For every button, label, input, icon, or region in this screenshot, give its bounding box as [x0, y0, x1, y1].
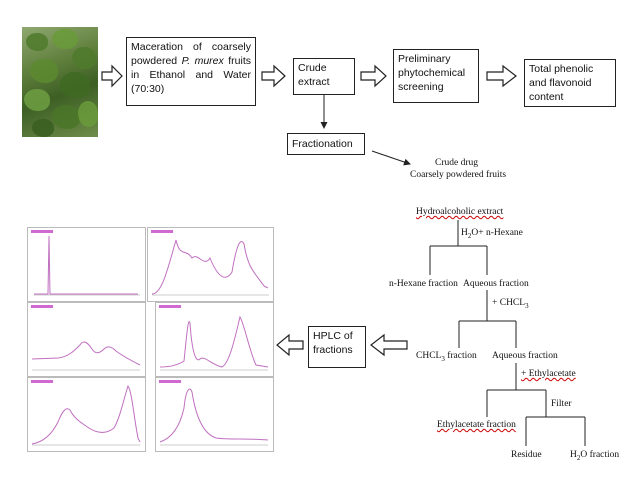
- hydroalcoholic-label: Hydroalcoholic extract: [416, 207, 504, 217]
- screening-label: Preliminary phytochemical screening: [398, 53, 466, 93]
- aqueous-fraction-1-label: Aqueous fraction: [463, 279, 529, 289]
- maceration-species: P. murex: [181, 55, 224, 67]
- hplc-label: HPLC of fractions: [313, 330, 353, 356]
- coarse-powder-label: Coarsely powdered fruits: [410, 170, 507, 180]
- hexane-fraction-label: n-Hexane fraction: [389, 279, 458, 289]
- h2o-fraction-label: H2O fraction: [570, 450, 620, 462]
- hplc-box: HPLC of fractions: [308, 326, 366, 368]
- crude-drug-label: Crude drug: [435, 158, 479, 168]
- hplc-chromatogram-1: [27, 227, 146, 302]
- hollow-right-arrow: [360, 64, 387, 88]
- hollow-right-arrow: [101, 64, 123, 88]
- maceration-box: Maceration of coarsely powdered P. murex…: [126, 37, 256, 106]
- hplc-chromatogram-2: [147, 227, 274, 302]
- chcl3-fraction-label: CHCL3 fraction: [416, 351, 477, 363]
- hplc-chromatogram-5: [27, 377, 146, 452]
- ethylacetate-add-label: + Ethylacetate: [521, 369, 576, 379]
- crude-extract-box: Crude extract: [293, 58, 355, 95]
- phenolic-box: Total phenolic and flavonoid content: [524, 59, 616, 107]
- phenolic-label: Total phenolic and flavonoid content: [529, 63, 594, 103]
- hollow-right-arrow: [261, 64, 286, 88]
- chcl3-add-label: + CHCL3: [492, 298, 529, 310]
- fractionation-box: Fractionation: [287, 133, 365, 155]
- maceration-text-b: fruits in Ethanol and Water (70:30): [131, 55, 251, 95]
- hollow-left-arrow: [370, 333, 408, 357]
- screening-box: Preliminary phytochemical screening: [393, 49, 479, 103]
- residue-label: Residue: [511, 450, 542, 460]
- plant-photo: [22, 27, 98, 137]
- hplc-chromatogram-6: [155, 377, 274, 452]
- crude-extract-label: Crude extract: [298, 62, 330, 88]
- fractionation-label: Fractionation: [292, 138, 353, 150]
- aqueous-fraction-2-label: Aqueous fraction: [492, 351, 558, 361]
- ethylacetate-fraction-label: Ethylacetate fraction: [437, 420, 516, 430]
- h2o-hexane-label: H2O+ n-Hexane: [461, 228, 523, 240]
- filter-label: Filter: [551, 399, 572, 409]
- hollow-right-arrow: [486, 64, 517, 88]
- hplc-chromatogram-3: [27, 302, 146, 377]
- hollow-left-arrow: [276, 333, 304, 357]
- hplc-chromatogram-4: [155, 302, 274, 377]
- maceration-text-a: Maceration of coarsely powdered: [131, 41, 251, 67]
